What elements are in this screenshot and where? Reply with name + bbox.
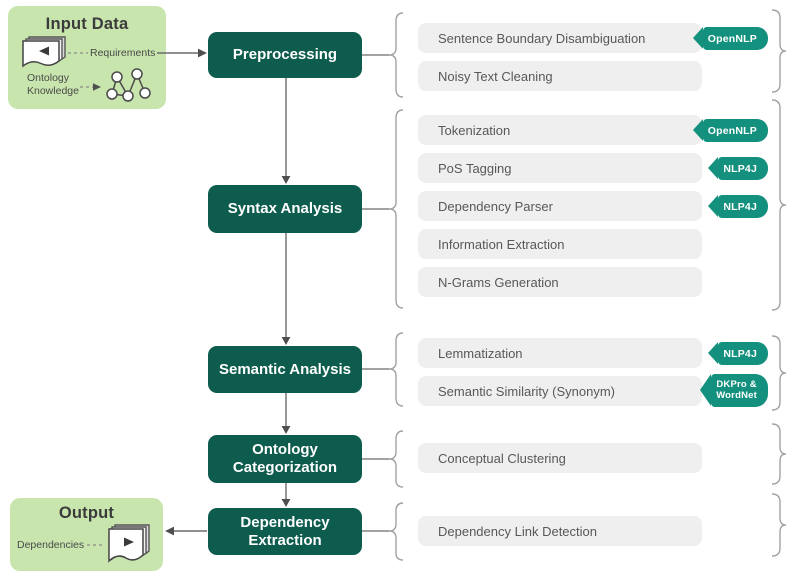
requirements-document-icon bbox=[22, 36, 66, 68]
task-label: Tokenization bbox=[438, 122, 511, 138]
brace-right-dependency bbox=[771, 493, 787, 557]
task-label: Dependency Parser bbox=[438, 198, 553, 214]
arrowhead bbox=[165, 526, 174, 536]
input-panel-title: Input Data bbox=[45, 15, 129, 33]
task-row: Dependency Link Detection bbox=[418, 516, 702, 546]
task-label: Noisy Text Cleaning bbox=[438, 68, 553, 84]
stage-syntax-analysis: Syntax Analysis bbox=[208, 185, 362, 233]
task-label: Lemmatization bbox=[438, 345, 523, 361]
arrowhead bbox=[281, 176, 291, 184]
tool-badge: NLP4J bbox=[708, 195, 768, 218]
task-label: Semantic Similarity (Synonym) bbox=[438, 383, 615, 399]
arrowhead bbox=[281, 337, 291, 345]
arrowhead bbox=[281, 499, 291, 507]
brace-right-semantic bbox=[771, 335, 787, 411]
dependencies-label: Dependencies bbox=[17, 539, 85, 551]
task-row: Sentence Boundary Disambiguation bbox=[418, 23, 702, 53]
task-row: Information Extraction bbox=[418, 229, 702, 259]
brace-left-dependency bbox=[388, 502, 404, 561]
task-row: Noisy Text Cleaning bbox=[418, 61, 702, 91]
dependencies-document-icon bbox=[108, 524, 150, 563]
stage-semantic-analysis: Semantic Analysis bbox=[208, 346, 362, 393]
task-row: Tokenization bbox=[418, 115, 702, 145]
brace-left-preprocessing bbox=[388, 12, 404, 98]
stage-ontology-categorization: Ontology Categorization bbox=[208, 435, 362, 483]
stage-preprocessing: Preprocessing bbox=[208, 32, 362, 78]
brace-left-syntax bbox=[388, 109, 404, 309]
task-label: PoS Tagging bbox=[438, 160, 512, 176]
brace-right-preprocessing bbox=[771, 9, 787, 93]
task-label: Sentence Boundary Disambiguation bbox=[438, 30, 646, 46]
brace-right-ontology bbox=[771, 423, 787, 485]
task-row: Semantic Similarity (Synonym) bbox=[418, 376, 702, 406]
task-row: PoS Tagging bbox=[418, 153, 702, 183]
ontology-knowledge-label: Ontology Knowledge bbox=[27, 72, 79, 98]
tool-badge: OpenNLP bbox=[692, 119, 768, 142]
task-label: Conceptual Clustering bbox=[438, 450, 566, 466]
output-panel-title: Output bbox=[58, 504, 115, 522]
tool-badge: NLP4J bbox=[708, 342, 768, 365]
tool-badge: DKPro & WordNet bbox=[700, 374, 768, 407]
ontology-graph-icon bbox=[106, 68, 151, 102]
stage-dependency-extraction: Dependency Extraction bbox=[208, 508, 362, 555]
brace-right-syntax bbox=[771, 99, 787, 311]
arrowhead bbox=[281, 426, 291, 434]
task-row: Dependency Parser bbox=[418, 191, 702, 221]
task-label: Information Extraction bbox=[438, 236, 565, 252]
requirements-label: Requirements bbox=[90, 47, 156, 59]
tool-badge: NLP4J bbox=[708, 157, 768, 180]
brace-left-ontology bbox=[388, 430, 404, 488]
brace-left-semantic bbox=[388, 332, 404, 407]
task-label: Dependency Link Detection bbox=[438, 523, 597, 539]
task-label: N-Grams Generation bbox=[438, 274, 559, 290]
task-row: Conceptual Clustering bbox=[418, 443, 702, 473]
tool-badge: OpenNLP bbox=[692, 27, 768, 50]
task-row: Lemmatization bbox=[418, 338, 702, 368]
arrowhead bbox=[198, 48, 207, 58]
task-row: N-Grams Generation bbox=[418, 267, 702, 297]
